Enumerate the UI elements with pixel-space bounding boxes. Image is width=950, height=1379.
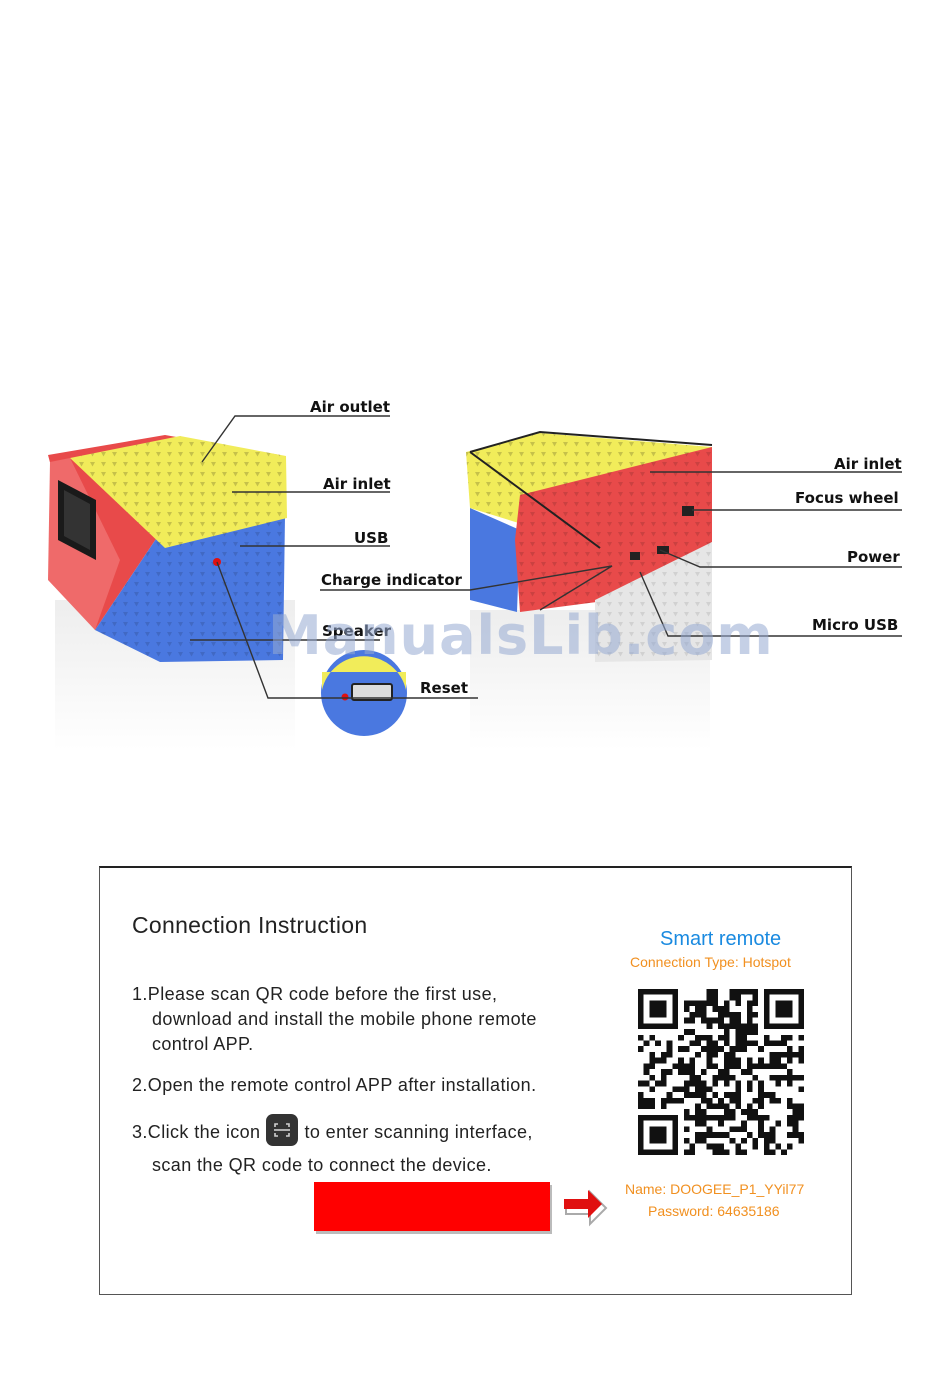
label-air-inlet-left: Air inlet [323,475,391,493]
redacted-block [314,1182,550,1231]
step-1-line-1: 1.Please scan QR code before the first u… [132,984,498,1004]
step-3: 3.Click the icon to enter scanning interf… [132,1114,533,1178]
label-usb: USB [354,529,389,547]
label-charge-indicator: Charge indicator [321,571,462,589]
label-reset: Reset [420,679,468,697]
qr-finder [763,989,804,1030]
wifi-password: Password: 64635186 [648,1203,780,1219]
label-air-outlet: Air outlet [310,398,391,416]
qr-finder [638,1114,679,1155]
qr-modules [638,989,804,1155]
qr-finder [638,989,679,1030]
left-projector [48,435,287,662]
step-1-line-3: control APP. [152,1034,254,1054]
label-power: Power [847,548,900,566]
wifi-name: Name: DOOGEE_P1_YYil77 [625,1181,805,1197]
connection-type: Connection Type: Hotspot [630,954,791,970]
label-air-inlet-right: Air inlet [834,455,902,473]
watermark: ManualsLib.com [268,604,774,667]
smart-remote-title: Smart remote [660,928,782,950]
right-projector [466,430,713,662]
step-1: 1.Please scan QR code before the first u… [132,982,537,1057]
product-diagram [48,415,902,750]
step-2: 2.Open the remote control APP after inst… [132,1075,537,1095]
label-speaker: Speaker [322,622,391,640]
arrow-right-icon [564,1189,608,1227]
connection-instruction-panel: Connection Instruction 1.Please scan QR … [99,866,852,1295]
qr-code [638,989,804,1155]
step-3-before: 3.Click the icon [132,1121,261,1142]
label-micro-usb: Micro USB [812,616,899,634]
step-3-after: to enter scanning interface, [304,1121,533,1142]
step-1-line-2: download and install the mobile phone re… [152,1009,537,1029]
panel-title: Connection Instruction [132,912,368,938]
label-focus-wheel: Focus wheel [795,489,899,507]
scan-icon [266,1114,299,1146]
step-3-line-2: scan the QR code to connect the device. [152,1155,492,1175]
reset-inset [321,650,407,736]
